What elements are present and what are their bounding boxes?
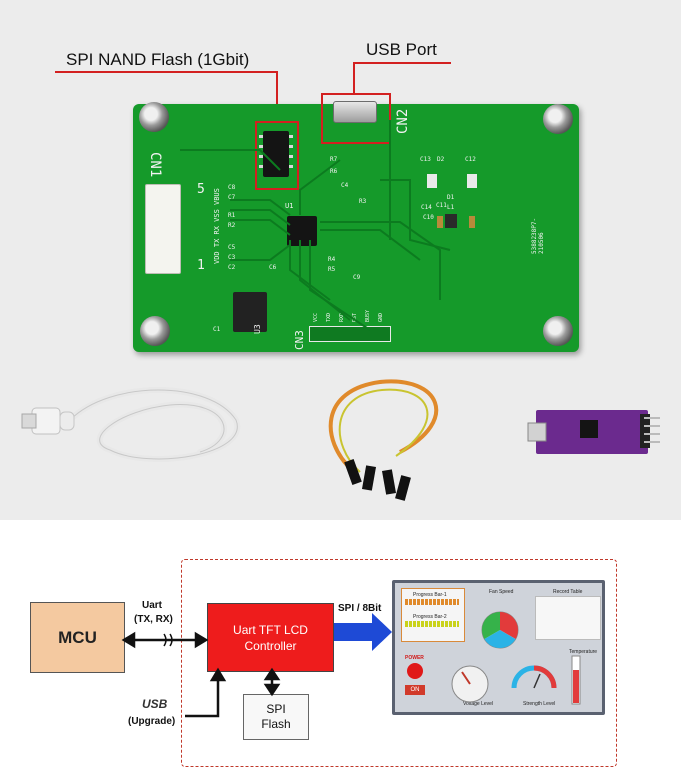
- voltage-regulator: [233, 292, 267, 332]
- ref-designator: D1: [447, 194, 455, 201]
- ref-designator: R7: [330, 156, 338, 163]
- controller-label-line1: Uart TFT LCD: [233, 622, 308, 637]
- spi-nand-flash-chip: [263, 131, 289, 177]
- ref-designator: C13: [420, 156, 431, 163]
- power-button: [407, 663, 423, 679]
- spi-flash-highlight-box: [255, 121, 299, 190]
- smd-component: [469, 216, 475, 228]
- ref-designator: R3: [359, 198, 367, 205]
- on-button: ON: [405, 685, 425, 695]
- ref-designator: C6: [269, 264, 277, 271]
- fan-speed-gauge: [481, 611, 519, 649]
- flash-label-line2: Flash: [261, 717, 291, 731]
- micro-usb-port: [333, 101, 377, 123]
- usb-port-callout-line: [353, 62, 451, 64]
- ref-designator: R6: [330, 168, 338, 175]
- jumper-wire: [328, 379, 439, 501]
- cn3-header: [309, 326, 391, 342]
- pcb-board: CN2 CN1 5 1 VDD TX RX VSS VBUS U1 U3 CN3…: [133, 93, 579, 352]
- smd-capacitor: [467, 174, 477, 188]
- usb-purple-module: [527, 410, 660, 454]
- spi-flash-callout-label: SPI NAND Flash (1Gbit): [66, 50, 250, 69]
- pin-one-label: 1: [197, 258, 205, 273]
- mounting-hole: [543, 316, 573, 346]
- ref-designator: C7: [228, 194, 236, 201]
- ref-designator: C9: [353, 274, 361, 281]
- spi-flash-callout-leader: [276, 71, 278, 119]
- ref-designator: C11: [436, 202, 447, 209]
- module-boundary-frame: [181, 559, 617, 767]
- progress-bar-2: [405, 621, 459, 627]
- mounting-hole: [140, 316, 170, 346]
- ref-designator: C14: [421, 204, 432, 211]
- ref-designator: C8: [228, 184, 236, 191]
- flash-link-arrow: [263, 667, 281, 697]
- ref-designator: L1: [447, 204, 455, 211]
- usb-port-highlight-box: [321, 93, 391, 144]
- mounting-hole: [543, 104, 573, 134]
- voltage-level-label: Voltage Level: [463, 701, 494, 707]
- ref-designator: R1: [228, 212, 236, 219]
- ref-designator: R4: [328, 256, 336, 263]
- flash-label-line1: SPI: [266, 702, 286, 716]
- ref-designator: D2: [437, 156, 445, 163]
- usb-port-callout-leader: [353, 62, 355, 95]
- spi-flash-callout-line: [55, 71, 278, 73]
- mcu-label: MCU: [58, 627, 97, 647]
- record-table-label: Record Table: [553, 589, 583, 595]
- uart-label: Uart: [142, 600, 163, 611]
- ref-designator: C10: [423, 214, 434, 221]
- usb-logo-text: USB: [142, 697, 168, 711]
- ref-designator: C1: [213, 326, 221, 333]
- controller-chip: [287, 216, 317, 246]
- upgrade-label: (Upgrade): [128, 716, 176, 727]
- usb-upgrade-arrow: [185, 667, 227, 718]
- ref-designator: C4: [341, 182, 349, 189]
- lcd-screen-preview: Progress Bar-1 Progress Bar-2 Fan Speed …: [392, 580, 605, 715]
- ref-designator: C12: [465, 156, 476, 163]
- uart-arrow: [121, 631, 209, 649]
- pin-five-label: 5: [197, 182, 205, 197]
- usb-port-callout-label: USB Port: [366, 40, 437, 59]
- ref-designator: C3: [228, 254, 236, 261]
- progress-bar-2-label: Progress Bar-2: [413, 614, 447, 620]
- u1-label: U1: [285, 202, 294, 210]
- progress-bar-1-label: Progress Bar-1: [413, 592, 447, 598]
- cn1-connector: [145, 184, 181, 274]
- smd-component: [437, 216, 443, 228]
- temperature-bar: [571, 655, 581, 705]
- uart-pins-label: (TX, RX): [134, 614, 173, 625]
- spi-arrow: [334, 613, 392, 651]
- strength-gauge: [511, 665, 557, 689]
- mounting-hole: [139, 102, 169, 132]
- usb-cable: [21, 387, 241, 462]
- pcb-traces: [180, 120, 451, 331]
- ref-designator: C2: [228, 264, 236, 271]
- temperature-label: Temperature: [569, 649, 598, 655]
- spi-flash-block: SPI Flash: [243, 694, 309, 740]
- power-label: POWER: [405, 655, 424, 661]
- lcd-controller-block: Uart TFT LCD Controller: [207, 603, 334, 672]
- voltage-gauge: [451, 665, 489, 703]
- record-table: [535, 596, 601, 640]
- progress-panel: [401, 588, 465, 642]
- ref-designator: R2: [228, 222, 236, 229]
- controller-label-line2: Controller: [244, 638, 297, 653]
- fan-speed-label: Fan Speed: [489, 589, 514, 595]
- smd-capacitor: [427, 174, 437, 188]
- mcu-block: MCU: [30, 602, 125, 673]
- ref-designator: R5: [328, 266, 336, 273]
- spi-bus-label: SPI / 8Bit: [338, 603, 382, 614]
- inductor: [445, 214, 457, 228]
- strength-level-label: Strength Level: [523, 701, 556, 707]
- progress-bar-1: [405, 599, 459, 605]
- ref-designator: C5: [228, 244, 236, 251]
